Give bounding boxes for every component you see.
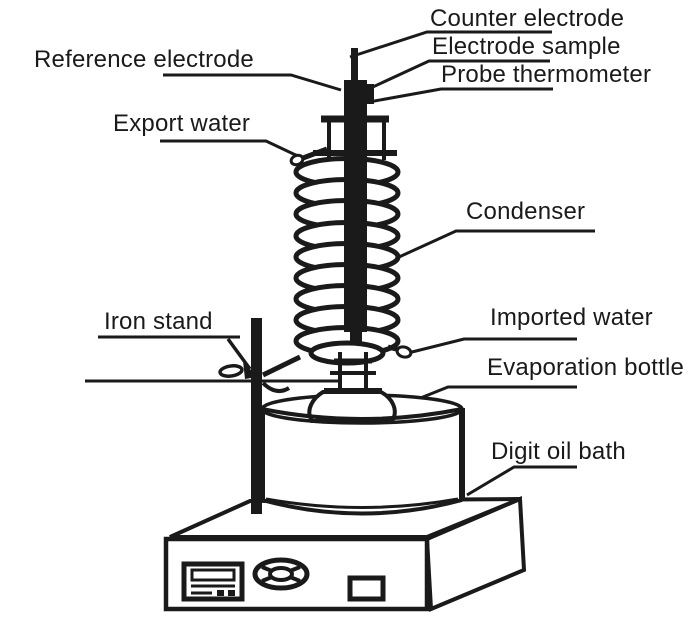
label-probe-thermometer: Probe thermometer (441, 61, 652, 88)
evaporation-bottle-bulb (307, 390, 397, 423)
pot-bottom-inner (265, 497, 459, 509)
oil-bath-pot (259, 390, 465, 516)
pot-body (262, 395, 462, 514)
label-iron-stand: Iron stand (104, 308, 213, 335)
knob-tick-ne (289, 565, 301, 573)
pot-rim-front (261, 407, 463, 421)
leader-electrode-sample (361, 59, 550, 94)
leader-probe-thermometer (368, 87, 553, 104)
knob-tick-sw (261, 575, 273, 583)
power-switch[interactable] (347, 575, 386, 602)
export-water-spout (302, 146, 328, 161)
electrode-rod (344, 80, 367, 332)
leader-digit-oil-bath (466, 465, 577, 497)
pot-bottom-outer (261, 498, 463, 516)
label-imported-water: Imported water (490, 304, 653, 331)
knob-tick-se (289, 575, 301, 583)
leader-condenser (398, 229, 595, 259)
electrode-assembly (344, 48, 374, 344)
display-button-2[interactable] (228, 590, 235, 596)
clamp-knob (218, 364, 244, 378)
imported-water-spout-tip (395, 345, 413, 359)
base-right-face (424, 496, 527, 612)
display-button-1[interactable] (217, 590, 224, 596)
label-evaporation-bottle: Evaporation bottle (487, 354, 685, 381)
label-electrode-sample: Electrode sample (432, 33, 621, 60)
clamp (218, 354, 302, 394)
label-digit-oil-bath: Digit oil bath (491, 438, 626, 465)
label-reference-electrode: Reference electrode (34, 46, 254, 73)
label-export-water: Export water (113, 110, 251, 137)
clamp-hook (261, 381, 291, 394)
leader-reference-electrode (163, 73, 342, 92)
label-counter-electrode: Counter electrode (430, 5, 625, 32)
export-water-spout-tip (289, 153, 305, 167)
probe-thermometer-rod (365, 84, 374, 104)
iron-stand-pointer-line (226, 337, 252, 371)
control-panel (181, 557, 386, 602)
electrode-tip (350, 330, 362, 344)
label-condenser: Condenser (466, 198, 586, 225)
display-screen (190, 568, 236, 582)
leader-counter-electrode (349, 30, 552, 59)
knob-tick-nw (261, 565, 273, 573)
iron-stand-pole (251, 318, 262, 514)
leader-lines (98, 30, 595, 497)
condenser-assembly (289, 115, 413, 394)
counter-electrode-wire (351, 48, 358, 84)
leader-imported-water (407, 337, 577, 355)
control-knob-center[interactable] (268, 566, 294, 582)
clamp-jaw-arm (261, 354, 302, 378)
leader-export-water (160, 139, 303, 160)
